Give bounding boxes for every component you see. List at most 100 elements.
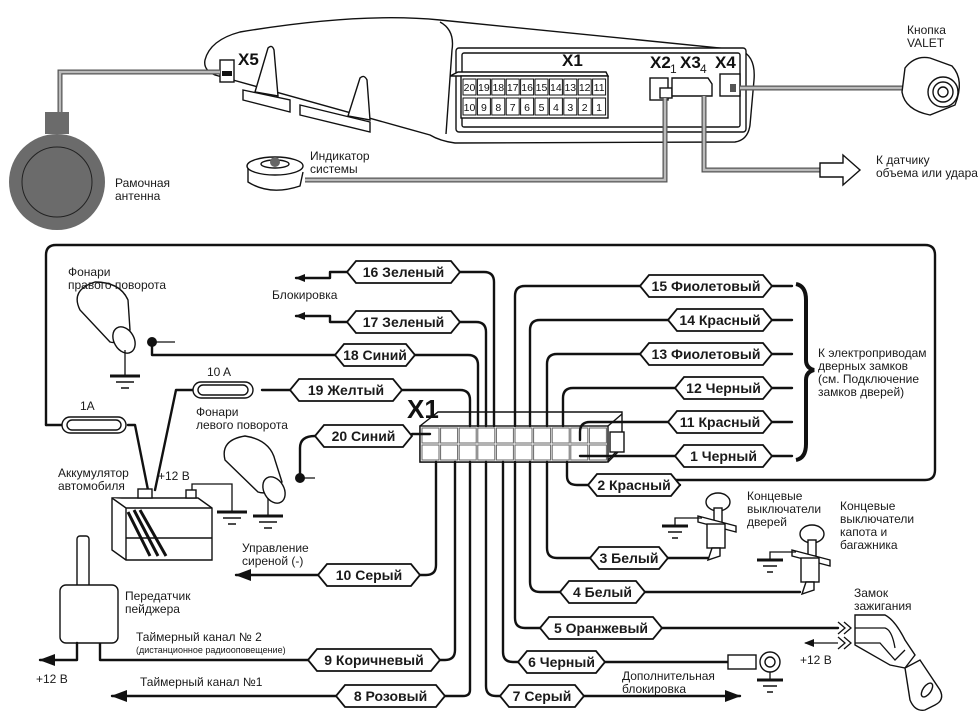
wire-tag-label: 20 Синий bbox=[332, 428, 396, 444]
sensor-label-1: К датчику bbox=[876, 153, 930, 167]
connector-label-x3: X3 bbox=[680, 53, 701, 72]
wire-tag-label: 16 Зеленый bbox=[363, 264, 445, 280]
x1-pin-number: 9 bbox=[481, 102, 487, 114]
timer2-label: Таймерный канал № 2 bbox=[136, 630, 262, 644]
x1-harness-cell bbox=[459, 445, 476, 460]
wire-tag-label: 9 Коричневый bbox=[324, 652, 423, 668]
x1-pin-number: 19 bbox=[478, 82, 490, 94]
x1-pin-number: 11 bbox=[594, 82, 605, 94]
connector-label-x4: X4 bbox=[715, 53, 736, 72]
wire-tag-label: 10 Серый bbox=[336, 567, 402, 583]
x1-pin-number: 18 bbox=[492, 82, 504, 94]
wire-tag-label: 6 Черный bbox=[528, 654, 595, 670]
battery-label-1: Аккумулятор bbox=[58, 466, 129, 480]
x1-harness-cell bbox=[441, 428, 458, 443]
x1-harness-cell bbox=[441, 445, 458, 460]
antenna-label-1: Рамочная bbox=[115, 176, 170, 190]
wire-tag-17: 17 Зеленый bbox=[347, 311, 460, 333]
x1-harness-cell bbox=[571, 445, 588, 460]
x1-harness-cell bbox=[534, 428, 551, 443]
antenna-label-2: антенна bbox=[115, 189, 161, 203]
battery-plus-label: +12 B bbox=[158, 469, 190, 483]
pager-plus-label: +12 B bbox=[36, 672, 68, 686]
wire-tag-10: 10 Серый bbox=[318, 564, 420, 586]
x1-pin-number: 8 bbox=[495, 102, 501, 114]
wire-tag-label: 19 Желтый bbox=[308, 382, 384, 398]
door-locks-label-1: К электроприводам bbox=[818, 346, 927, 360]
frame-antenna: Рамочная антенна bbox=[9, 112, 170, 230]
wire-tag-15: 15 Фиолетовый bbox=[640, 275, 772, 297]
siren-label-1: Управление bbox=[242, 541, 309, 555]
x1-pin-number: 14 bbox=[550, 82, 562, 94]
ground-terminal: Дополнительная блокировка bbox=[622, 652, 783, 696]
connector-label-x5: X5 bbox=[238, 50, 259, 69]
wire-tag-label: 7 Серый bbox=[513, 688, 572, 704]
wire-tag-label: 13 Фиолетовый bbox=[652, 346, 761, 362]
wire-tag-12: 12 Черный bbox=[675, 377, 772, 399]
x1-pin-number: 5 bbox=[539, 102, 545, 114]
right-turn-label-2: правого поворота bbox=[68, 278, 166, 292]
x1-harness-cell bbox=[552, 428, 569, 443]
x1-pin-number: 17 bbox=[507, 82, 519, 94]
x1-harness-cell bbox=[552, 445, 569, 460]
fuse-10a-label: 10 A bbox=[207, 365, 231, 379]
wire-tag-20: 20 Синий bbox=[315, 425, 412, 447]
valet-label-1: Кнопка bbox=[907, 23, 946, 37]
x1-pin-number: 20 bbox=[464, 82, 476, 94]
wire-tag-16: 16 Зеленый bbox=[347, 261, 460, 283]
hood-switch-label-3: капота и bbox=[840, 525, 887, 539]
fuse-1a: 1A bbox=[62, 399, 126, 433]
x3-subscript: 4 bbox=[700, 62, 707, 76]
wire-tag-1: 1 Черный bbox=[675, 445, 772, 467]
wire-tag-19: 19 Желтый bbox=[290, 379, 402, 401]
ignition-label-1: Замок bbox=[854, 586, 889, 600]
wire-tag-label: 8 Розовый bbox=[354, 688, 427, 704]
door-locks-label-3: (см. Подключение bbox=[818, 372, 919, 386]
x1-harness-cell bbox=[589, 428, 606, 443]
ignition-label-2: зажигания bbox=[854, 599, 912, 613]
x1-pin-number: 15 bbox=[536, 82, 548, 94]
sensor-label-2: объема или удара bbox=[876, 166, 978, 180]
ignition-plus-label: +12 B bbox=[800, 653, 832, 667]
x1-harness-cell bbox=[422, 445, 439, 460]
wire-tag-label: 12 Черный bbox=[686, 380, 761, 396]
x1-harness-cell bbox=[534, 445, 551, 460]
x2-subscript: 1 bbox=[670, 62, 677, 76]
wire-tag-label: 15 Фиолетовый bbox=[652, 278, 761, 294]
connector-label-x2: X2 bbox=[650, 53, 671, 72]
fuse-10a: 10 A bbox=[193, 365, 253, 398]
x1-harness-label: X1 bbox=[407, 394, 439, 424]
x1-pin-number: 13 bbox=[564, 82, 576, 94]
sensor-arrow: К датчику объема или удара bbox=[820, 153, 978, 185]
wire-tag-label: 3 Белый bbox=[600, 550, 659, 566]
x1-pin-number: 3 bbox=[567, 102, 573, 114]
indicator-label-1: Индикатор bbox=[310, 149, 370, 163]
timer1-label: Таймерный канал №1 bbox=[140, 675, 263, 689]
door-locks-label-4: замков дверей) bbox=[818, 385, 904, 399]
wire-tag-13: 13 Фиолетовый bbox=[640, 343, 772, 365]
wire-tag-18: 18 Синий bbox=[335, 344, 415, 366]
fuse-1a-label: 1A bbox=[80, 399, 95, 413]
system-indicator: Индикатор системы bbox=[247, 149, 370, 190]
wire-tag-5: 5 Оранжевый bbox=[540, 617, 662, 639]
x1-harness-cell bbox=[589, 445, 606, 460]
x1-harness-cell bbox=[515, 445, 532, 460]
right-turn-label-1: Фонари bbox=[68, 265, 110, 279]
valet-label-2: VALET bbox=[907, 36, 945, 50]
x1-pin-number: 7 bbox=[510, 102, 516, 114]
door-locks-label-2: дверных замков bbox=[818, 359, 908, 373]
wire-tag-8: 8 Розовый bbox=[336, 685, 445, 707]
x1-pin-number: 6 bbox=[524, 102, 530, 114]
x1-harness-cell bbox=[496, 428, 513, 443]
wire-tag-label: 14 Красный bbox=[679, 312, 760, 328]
wire-tag-11: 11 Красный bbox=[668, 411, 772, 433]
pager-label-1: Передатчик bbox=[125, 589, 191, 603]
wire-tag-label: 2 Красный bbox=[597, 477, 670, 493]
wire-tag-label: 11 Красный bbox=[680, 414, 760, 430]
x1-harness-cell bbox=[515, 428, 532, 443]
hood-switch-label-4: багажника bbox=[840, 538, 898, 552]
valet-button[interactable]: Кнопка VALET bbox=[902, 23, 959, 115]
door-switch-label-2: выключатели bbox=[747, 502, 821, 516]
hood-switch-label-1: Концевые bbox=[840, 499, 896, 513]
